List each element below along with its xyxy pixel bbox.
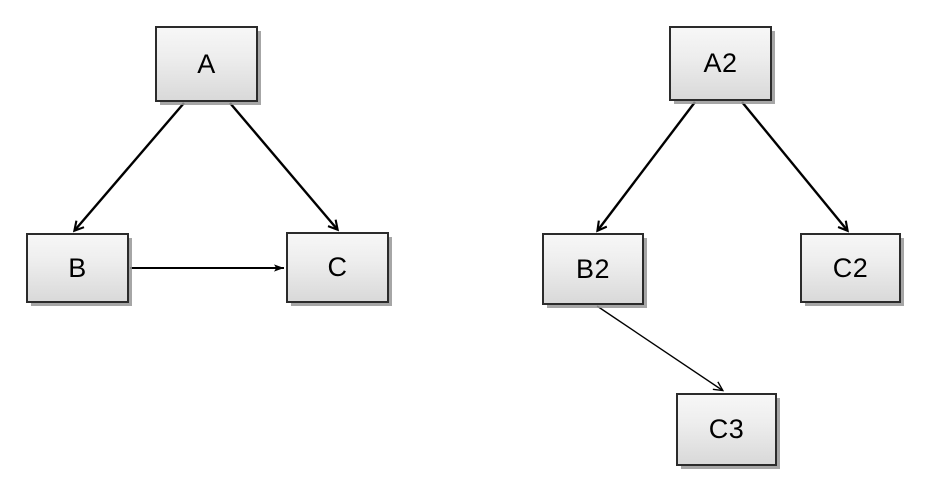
node-label: C xyxy=(327,252,348,282)
node-label: B2 xyxy=(575,253,611,284)
edges-group xyxy=(72,101,850,392)
node-c2[interactable]: C2 xyxy=(800,233,901,303)
node-label: C3 xyxy=(708,414,745,444)
edge-a-to-c[interactable] xyxy=(229,102,340,232)
node-a[interactable]: A xyxy=(155,26,258,102)
node-label: A2 xyxy=(703,48,738,78)
node-label: A xyxy=(197,48,216,79)
edge-b2-to-c3[interactable] xyxy=(596,305,725,392)
node-a2[interactable]: A2 xyxy=(669,26,772,101)
node-b2[interactable]: B2 xyxy=(542,233,644,305)
node-label: C2 xyxy=(832,252,869,283)
edge-a-to-b[interactable] xyxy=(72,102,185,233)
node-c[interactable]: C xyxy=(286,232,389,303)
node-c3[interactable]: C3 xyxy=(676,393,777,466)
edge-a2-to-b2[interactable] xyxy=(596,101,696,233)
edge-a2-to-c2[interactable] xyxy=(741,101,850,233)
node-label: B xyxy=(68,252,87,283)
node-b[interactable]: B xyxy=(26,233,129,303)
